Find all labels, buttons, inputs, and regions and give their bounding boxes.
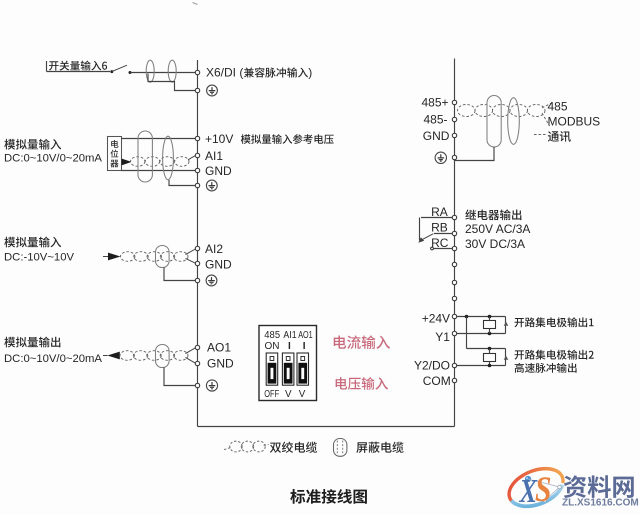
svg-text:485+: 485+ xyxy=(422,96,449,110)
svg-text:AI2: AI2 xyxy=(205,242,223,256)
svg-text:+10V: +10V xyxy=(205,132,233,146)
svg-text:ZL.XS1616.COM: ZL.XS1616.COM xyxy=(562,498,639,509)
svg-text:I: I xyxy=(288,341,291,352)
svg-text:ON: ON xyxy=(265,341,280,352)
svg-text:+24V: +24V xyxy=(422,312,450,326)
svg-text:GND: GND xyxy=(423,129,450,143)
svg-text:RC: RC xyxy=(431,236,449,250)
svg-text:GND: GND xyxy=(205,164,232,178)
svg-text:S: S xyxy=(535,469,552,509)
svg-text:I: I xyxy=(303,341,306,352)
svg-text:AO1: AO1 xyxy=(298,330,313,341)
svg-text:Y1: Y1 xyxy=(435,330,450,344)
svg-text:DC:-10V~10V: DC:-10V~10V xyxy=(4,251,74,263)
svg-text:DC:0~10V/0~20mA: DC:0~10V/0~20mA xyxy=(4,153,102,165)
svg-text:MODBUS: MODBUS xyxy=(548,115,601,129)
svg-text:RA: RA xyxy=(431,205,448,219)
svg-text:RB: RB xyxy=(431,220,448,234)
svg-text:): ) xyxy=(308,66,312,80)
svg-text:OFF: OFF xyxy=(264,389,279,400)
svg-text:AO1: AO1 xyxy=(207,341,231,355)
svg-text:485: 485 xyxy=(264,330,280,341)
svg-text:485: 485 xyxy=(548,99,568,113)
svg-text:V: V xyxy=(299,389,306,400)
svg-text:COM: COM xyxy=(423,374,451,388)
svg-text:AI1: AI1 xyxy=(283,330,296,341)
svg-text:V: V xyxy=(285,389,292,400)
svg-text:Y2/DO: Y2/DO xyxy=(414,359,450,373)
svg-text:485-: 485- xyxy=(424,113,448,127)
svg-text:250V AC/3A: 250V AC/3A xyxy=(465,222,530,236)
svg-text:DC:0~10V/0~20mA: DC:0~10V/0~20mA xyxy=(4,353,102,365)
svg-text:X: X xyxy=(519,473,538,510)
svg-text:GND: GND xyxy=(207,357,234,371)
svg-text:X6/DI (: X6/DI ( xyxy=(206,66,243,80)
svg-text:30V DC/3A: 30V DC/3A xyxy=(465,237,525,251)
svg-text:GND: GND xyxy=(205,257,232,271)
svg-text:AI1: AI1 xyxy=(205,149,223,163)
